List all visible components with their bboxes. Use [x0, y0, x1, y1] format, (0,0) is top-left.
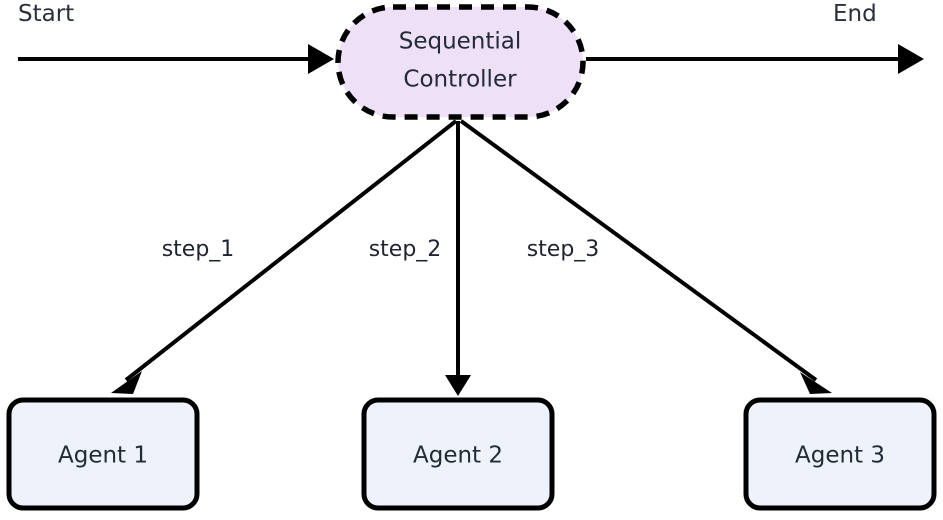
edge-step-3-arrowhead: [800, 372, 832, 394]
edge-step-3[interactable]: step_3: [459, 119, 832, 394]
agent-3-label: Agent 3: [795, 443, 885, 469]
edge-step-1-arrowhead: [111, 371, 142, 394]
sequential-controller-label-line-1: Sequential: [399, 29, 522, 55]
edge-step-3-label: step_3: [527, 237, 600, 262]
edge-step-2-label: step_2: [369, 237, 442, 262]
edge-step-1-label: step_1: [162, 237, 235, 262]
end-label: End: [833, 1, 877, 27]
edge-controller-to-end-arrowhead: [898, 44, 924, 74]
edge-step-2-arrowhead: [445, 375, 471, 396]
edge-step-1[interactable]: step_1: [111, 119, 458, 394]
node-agent-2[interactable]: Agent 2: [361, 397, 555, 511]
node-sequential-controller[interactable]: Sequential Controller: [335, 4, 586, 120]
edge-controller-to-end: [586, 44, 924, 74]
start-label: Start: [18, 1, 74, 27]
agent-3-shape: [743, 397, 937, 511]
edge-start-to-controller-arrowhead: [308, 44, 334, 74]
edge-step-2[interactable]: step_2: [369, 121, 471, 396]
node-agent-3[interactable]: Agent 3: [743, 397, 937, 511]
agent-2-label: Agent 2: [413, 443, 503, 469]
sequential-controller-label-line-2: Controller: [403, 67, 517, 93]
agent-1-label: Agent 1: [58, 443, 148, 469]
agent-2-shape: [361, 397, 555, 511]
edge-start-to-controller: [18, 44, 334, 74]
edge-step-3-line: [459, 119, 818, 382]
node-agent-1[interactable]: Agent 1: [6, 397, 200, 511]
agent-1-shape: [6, 397, 200, 511]
edge-step-1-line: [124, 119, 458, 382]
sequential-controller-shape: [335, 4, 586, 120]
